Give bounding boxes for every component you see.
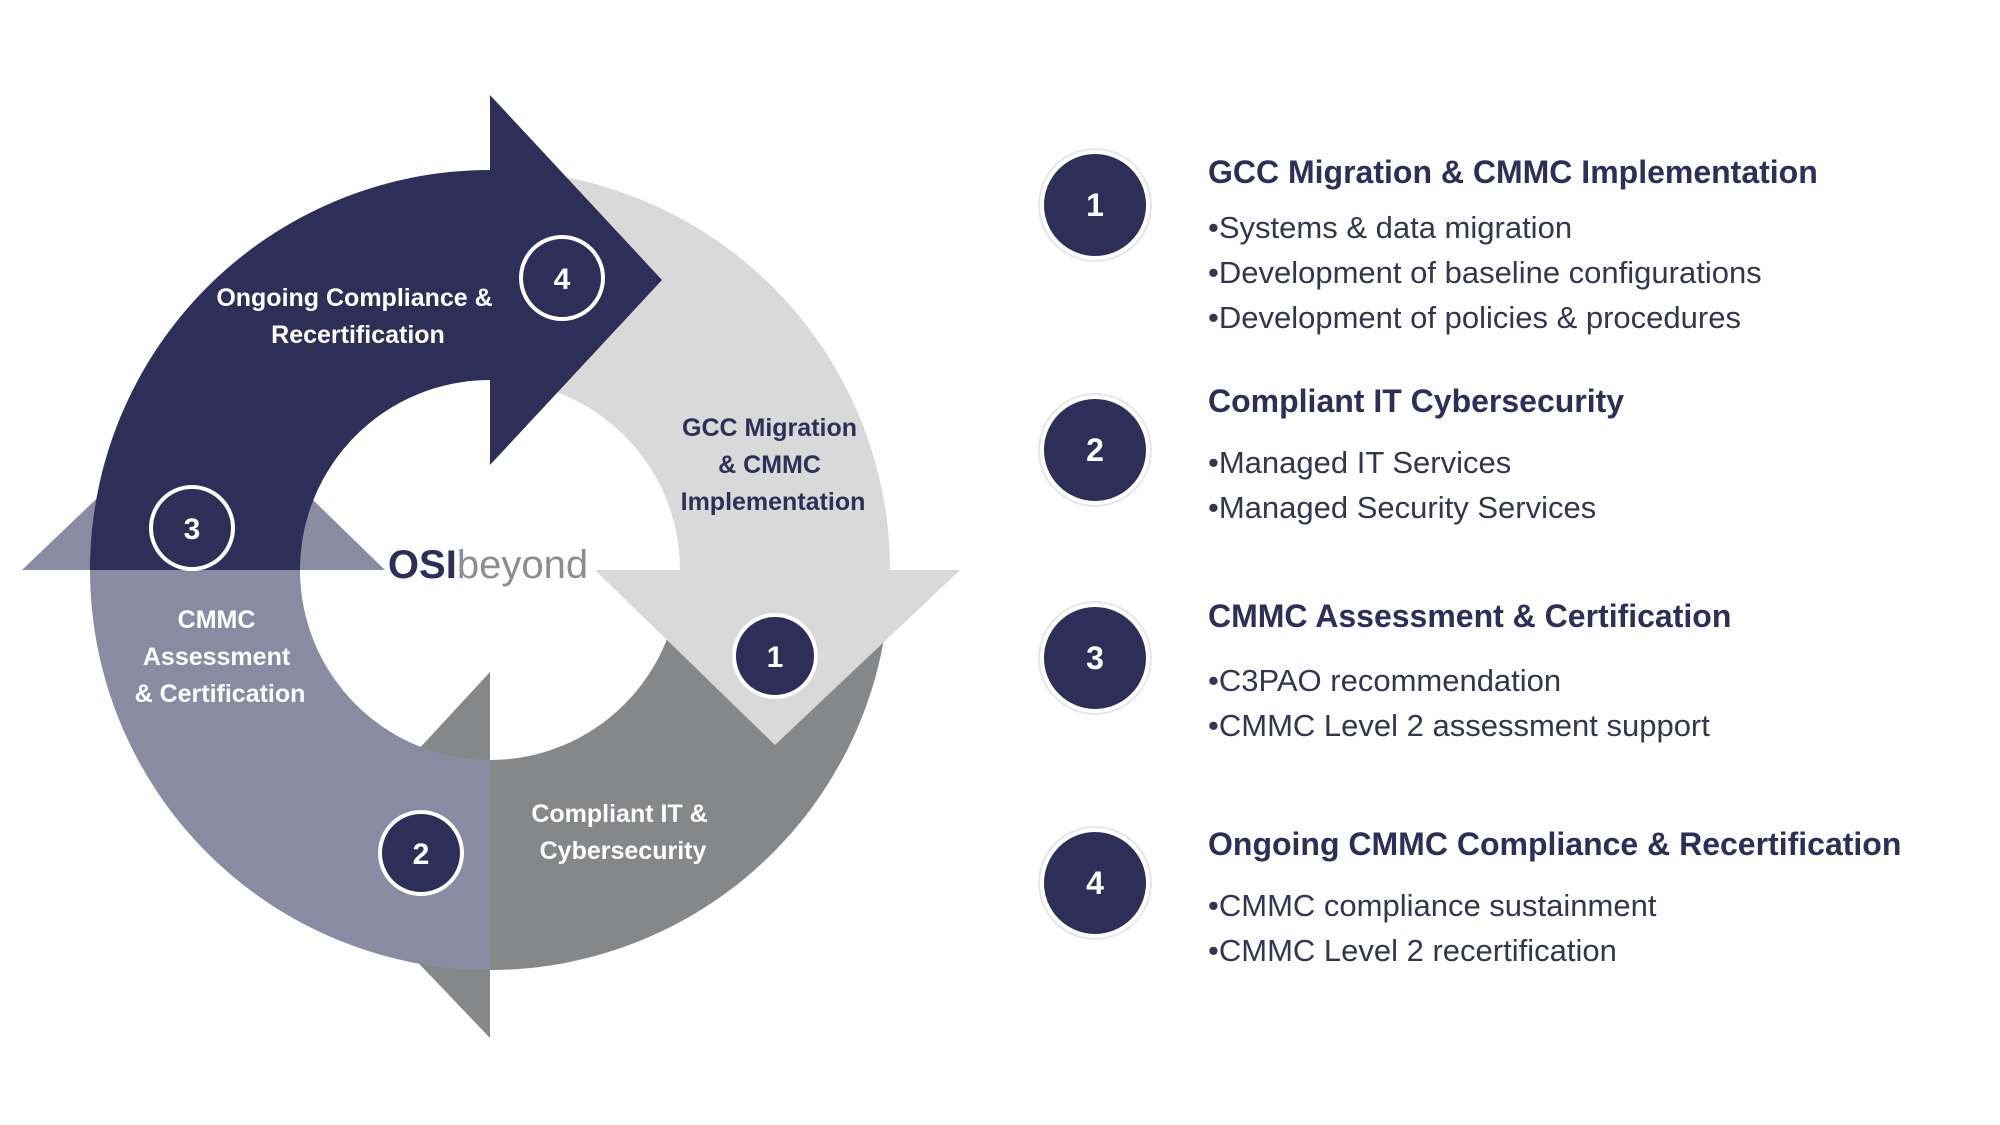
svg-text:1: 1 — [767, 641, 784, 674]
legend-bullets: •CMMC compliance sustainment •CMMC Level… — [1208, 883, 1656, 973]
legend-badge: 2 — [1040, 395, 1150, 505]
legend-bullet: •Managed IT Services — [1208, 445, 1512, 480]
legend-bullet: •Managed Security Services — [1208, 490, 1597, 525]
cycle-segment-ongoing-compliance — [90, 95, 662, 570]
legend-badge: 1 — [1040, 150, 1150, 260]
svg-text:2: 2 — [413, 838, 430, 871]
logo: OSIbeyond — [388, 543, 588, 587]
legend-title: CMMC Assessment & Certification — [1208, 598, 1732, 634]
legend-bullet: •C3PAO recommendation — [1208, 663, 1562, 698]
legend-title: Ongoing CMMC Compliance & Recertificatio… — [1208, 826, 1902, 862]
cycle-badge-1: 1 — [732, 613, 818, 699]
legend-bullets: •C3PAO recommendation •CMMC Level 2 asse… — [1208, 658, 1710, 748]
cycle-label-2: Compliant IT & Cybersecurity — [531, 800, 714, 865]
cycle-badge-4: 4 — [519, 235, 605, 321]
legend-bullet: •Development of policies & procedures — [1208, 300, 1741, 335]
legend-bullet: •CMMC Level 2 assessment support — [1208, 708, 1710, 743]
svg-text:3: 3 — [184, 513, 201, 546]
cycle-label-4: Ongoing Compliance & Recertification — [216, 284, 499, 349]
legend-badge: 4 — [1040, 828, 1150, 938]
legend-title: GCC Migration & CMMC Implementation — [1208, 154, 1818, 190]
legend-bullets: •Systems & data migration •Development o… — [1208, 205, 1762, 340]
legend-bullet: •Development of baseline configurations — [1208, 255, 1762, 290]
svg-text:4: 4 — [554, 263, 571, 296]
legend-bullet: •CMMC compliance sustainment — [1208, 888, 1657, 923]
cycle-label-1: GCC Migration & CMMC Implementation — [681, 414, 866, 516]
legend-bullets: •Managed IT Services •Managed Security S… — [1208, 440, 1596, 530]
cycle-badge-2: 2 — [378, 810, 464, 896]
legend-badge: 3 — [1040, 603, 1150, 713]
legend-title: Compliant IT Cybersecurity — [1208, 383, 1625, 419]
cycle-diagram: GCC Migration & CMMC Implementation Comp… — [22, 95, 960, 1038]
cycle-badge-3: 3 — [149, 485, 235, 571]
legend-bullet: •CMMC Level 2 recertification — [1208, 933, 1617, 968]
legend-bullet: •Systems & data migration — [1208, 210, 1573, 245]
cycle-label-3: CMMC Assessment & Certification — [135, 606, 306, 708]
